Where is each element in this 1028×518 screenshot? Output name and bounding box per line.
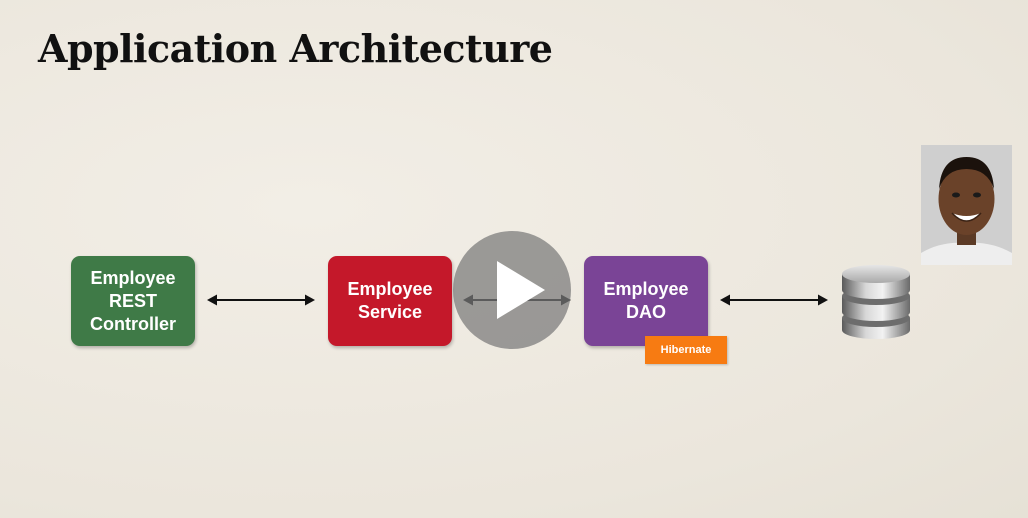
controller-label-line-2: REST [108,290,157,311]
service-label-line-2: Service [357,302,423,322]
dao-label-line-1: Employee [603,279,689,299]
double-arrow-icon [720,293,828,307]
play-icon [497,261,545,319]
controller-label-line-3: Controller [89,313,176,334]
controller-label-line-1: Employee [90,267,176,288]
service-label-line-1: Employee [347,279,433,299]
play-button[interactable] [453,231,571,349]
employee-service-box: Employee Service [328,256,452,346]
hibernate-badge: Hibernate [645,336,727,364]
slide-title: Application Architecture [38,26,553,71]
presenter-thumbnail [921,145,1012,265]
dao-label-line-2: DAO [625,302,666,322]
employee-dao-box: Employee DAO [584,256,708,346]
employee-rest-controller-box: Employee REST Controller [71,256,195,346]
database-icon [838,262,914,340]
double-arrow-icon [207,293,315,307]
